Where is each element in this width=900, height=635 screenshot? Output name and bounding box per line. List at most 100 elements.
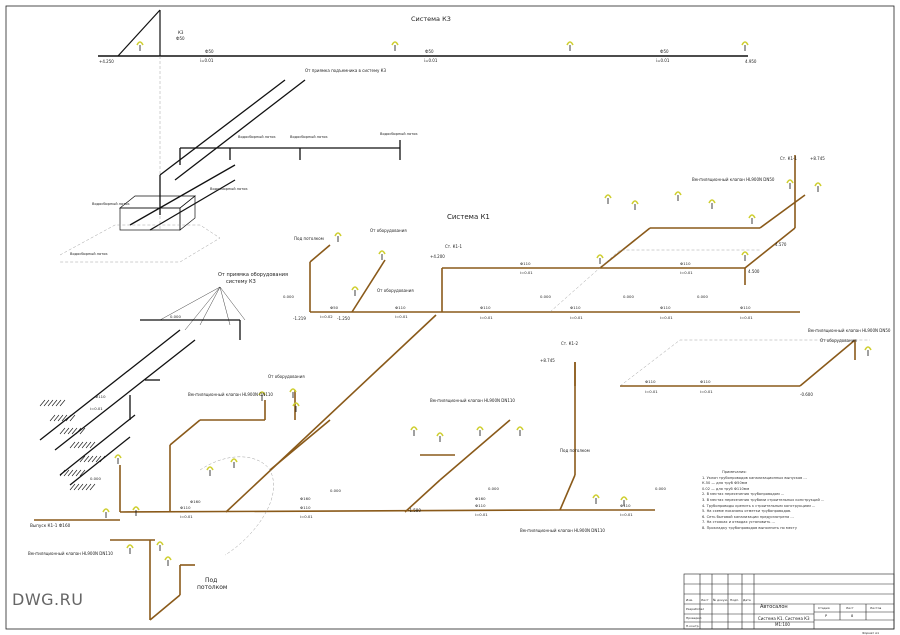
pipe-dim-label: 0.000: [697, 294, 708, 299]
pipe-dim-label: Ф110: [180, 505, 191, 510]
sanitary-fixture-icon: [351, 286, 359, 296]
drain-tray-label: Водосборный лоток: [92, 202, 130, 206]
note-line: 1. Уклон трубопроводов канализационных в…: [702, 475, 807, 480]
tb-designer: Разработал: [686, 607, 704, 611]
pipe-dim-label: i=0.01: [180, 514, 193, 519]
title-block: [683, 573, 895, 630]
vent-valve-label: Вентиляционный клапан HL900N DN110: [520, 528, 605, 533]
sanitary-fixture-icon: [289, 388, 297, 398]
tb-project-name: Автосалон: [760, 604, 788, 610]
note-line: 4. Трубопроводы крепить к строительным к…: [702, 503, 816, 508]
note-line: 3. В местах пересечения трубами строител…: [702, 497, 825, 502]
sanitary-fixture-icon: [708, 199, 716, 209]
sanitary-fixture-icon: [230, 458, 238, 468]
sanitary-fixture-icon: [592, 494, 600, 504]
k3-isometric: [129, 79, 401, 231]
note-line: 5. На схеме показаны отметки трубопровод…: [702, 509, 792, 514]
drawing-frame: [5, 5, 895, 630]
pipe-dim-label: Ф160: [475, 496, 486, 501]
tb-drawing-scale: М1:100: [775, 622, 790, 627]
pit-caption: систему К3: [226, 279, 256, 285]
elevation-label: 4.570: [775, 242, 787, 247]
k1-zone-boundaries: [199, 249, 870, 556]
pipe-dim-label: 0.000: [488, 486, 499, 491]
general-notes: Примечания: 1. Уклон трубопроводов канал…: [702, 470, 892, 532]
elevation-label: -1.580: [408, 508, 421, 513]
note-line: К.50 — для труб Ф50мм: [702, 481, 748, 486]
sanitary-fixture-icon: [391, 41, 399, 51]
elevation-label: +8.745: [810, 156, 825, 161]
pipe-dim-label: i=0.01: [620, 512, 633, 517]
note-line: 7. На стояках и отводах установить ...: [702, 520, 775, 525]
sanitary-fixture-icon: [102, 508, 110, 518]
pipe-dim-label: i=0.01: [740, 315, 753, 320]
pipe-dim-label: i=0.01: [570, 315, 583, 320]
sanitary-fixture-icon: [334, 232, 342, 242]
elevation-label: -1.250: [337, 316, 350, 321]
k3-slope-label: i=0.01: [424, 58, 438, 63]
k3-riser-label: К3: [178, 30, 184, 35]
pipe-dim-label: i=0.02: [320, 314, 333, 319]
k3-tank: [119, 195, 196, 231]
sanitary-fixture-icon: [164, 556, 172, 566]
sanitary-fixture-icon: [132, 506, 140, 516]
vent-valve-label: Вентиляционный клапан HL900N DN50: [808, 328, 891, 333]
note-line: 8. Прокладку трубопроводов выполнить по …: [702, 525, 798, 530]
vent-valve-label: Вентиляционный клапан HL900N DN110: [188, 392, 273, 397]
from-equipment-label: От оборудования: [370, 228, 407, 233]
tb-sheet: 8: [851, 614, 854, 618]
pipe-dim-label: Ф110: [620, 503, 631, 508]
pipe-dim-label: 0.000: [170, 314, 181, 319]
tb-stage: Р: [825, 614, 828, 618]
drain-tray-label: Водосборный лоток: [210, 187, 248, 191]
sanitary-fixture-icon: [631, 200, 639, 210]
tb-sheets-header: Листов: [870, 606, 881, 610]
k3-riser-dia: Ф50: [176, 36, 185, 41]
k3-slope-label: i=0.01: [200, 58, 214, 63]
elevation-label: 4.500: [748, 269, 760, 274]
pipe-dim-label: 0.000: [283, 294, 294, 299]
ceiling-label: Под потолком: [560, 448, 590, 453]
k3-caption: От приямка подъемника в систему К3: [305, 68, 386, 73]
sanitary-fixture-icon: [604, 194, 612, 204]
sanitary-fixture-icon: [516, 426, 524, 436]
vent-valve-label: Вентиляционный клапан HL900N DN50: [692, 177, 775, 182]
tb-col-sign: Подп.: [730, 598, 739, 602]
sanitary-fixture-icon: [476, 426, 484, 436]
k3-top-run: [98, 9, 749, 57]
sanitary-fixture-icon: [748, 214, 756, 224]
sanitary-fixture-icon: [864, 346, 872, 356]
ceiling-label: Под потолком: [294, 236, 324, 241]
pipe-dim-label: i=0.01: [475, 512, 488, 517]
elevation-label: -1.219: [293, 316, 306, 321]
sanitary-fixture-icon: [436, 432, 444, 442]
pipe-dim-label: Ф110: [480, 305, 491, 310]
pipe-dim-label: Ф110: [700, 379, 711, 384]
tb-format: Формат А1: [862, 631, 879, 635]
sanitary-fixture-icon: [258, 391, 266, 401]
tb-drawing-title: Система К1. Система К3: [758, 616, 810, 621]
tb-stage-header: Стадия: [818, 606, 830, 610]
pit-leaders: [159, 286, 246, 331]
tray-hatches: [39, 399, 106, 491]
sanitary-fixture-icon: [206, 466, 214, 476]
ceiling-label-bottom: Под: [205, 577, 217, 584]
tb-col-doc: № докум.: [713, 598, 728, 602]
pipe-dim-label: Ф110: [680, 261, 691, 266]
k3-top-fixtures: [136, 41, 749, 51]
tb-checked: Проверил: [686, 616, 701, 620]
note-line: 6. Сеть бытовой канализации предусмотрен…: [702, 514, 794, 519]
sanitary-fixture-icon: [674, 191, 682, 201]
pipe-dim-label: Ф110: [95, 394, 106, 399]
tb-norm: Н.контр.: [686, 624, 699, 628]
pipe-dim-label: i=0.01: [645, 389, 658, 394]
sanitary-fixture-icon: [126, 544, 134, 554]
from-equipment-label: От оборудования: [820, 338, 857, 343]
k3-elev-left: +4.250: [99, 59, 114, 64]
tb-col-sheet: Лист: [701, 598, 709, 602]
pipe-dim-label: Ф110: [395, 305, 406, 310]
pipe-dim-label: Ф110: [475, 503, 486, 508]
tb-col-date: Дата: [743, 598, 751, 602]
pipe-dim-label: i=0.01: [520, 270, 533, 275]
